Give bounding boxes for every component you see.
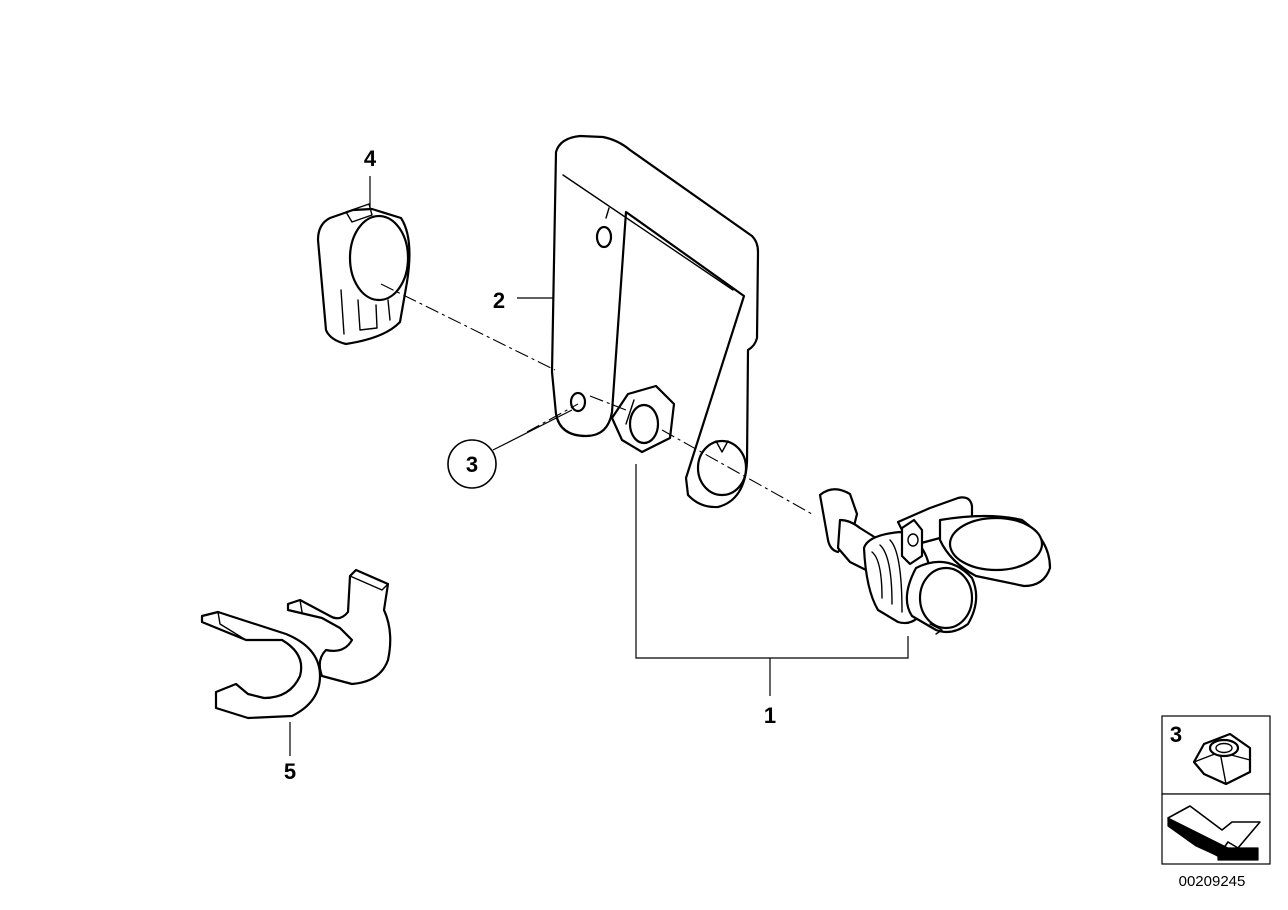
bracket-part[interactable] [550,134,760,509]
direction-arrow-icon [1167,805,1261,861]
callout-part-5: 5 [284,759,296,784]
hex-nut-icon [1192,732,1252,786]
callout-part-4: 4 [364,146,377,171]
socket-assembly-part[interactable] [818,488,1052,635]
clip-part[interactable] [200,568,392,720]
legend-box: 3 [1161,715,1271,865]
callout-part-2: 2 [493,288,505,313]
callout-part-3-label: 3 [466,452,478,477]
diagram-id: 00209245 [1179,873,1246,890]
leader-3 [492,409,573,451]
assembly-line-bolt [526,403,579,433]
callout-part-3: 3 [447,439,497,489]
hex-nut-part[interactable] [610,384,676,454]
legend-part-number: 3 [1170,722,1182,747]
callout-part-1: 1 [764,703,776,728]
cap-part[interactable] [316,203,411,346]
assembly-line-cap [380,283,556,371]
leader-1 [635,464,909,696]
assembly-line-socket [589,395,813,515]
